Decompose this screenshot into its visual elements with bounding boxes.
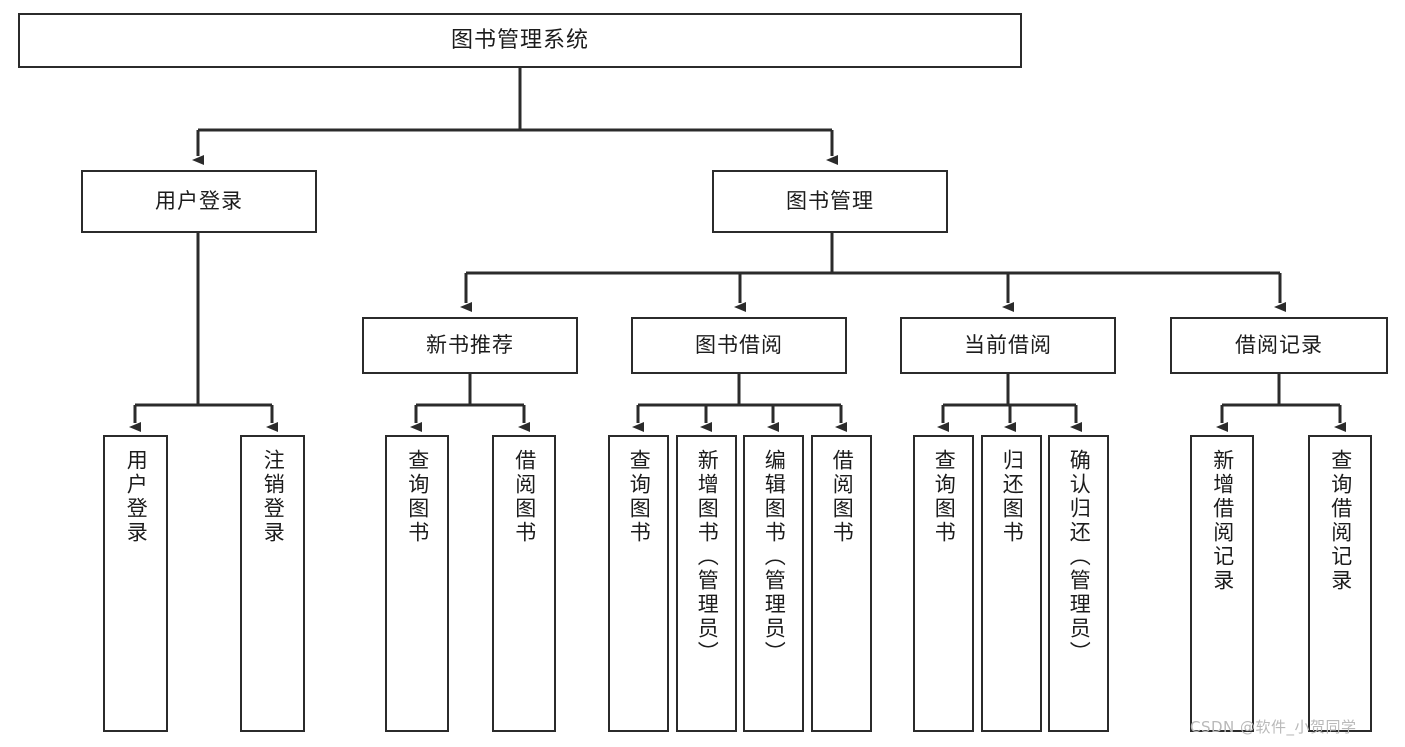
node-new-book-rec[interactable]: 新书推荐	[362, 317, 578, 374]
node-leaf-query-book-1[interactable]: 查询图书	[385, 435, 449, 732]
node-borrow-record-label: 借阅记录	[1235, 333, 1323, 358]
node-leaf-add-record[interactable]: 新增借阅记录	[1190, 435, 1254, 732]
node-leaf-query-book-1-label: 查询图书	[405, 449, 430, 545]
node-leaf-add-record-label: 新增借阅记录	[1210, 449, 1235, 593]
node-leaf-add-book-label: 新增图书（管理员）	[695, 449, 720, 665]
node-leaf-confirm-return[interactable]: 确认归还（管理员）	[1048, 435, 1109, 732]
node-leaf-logout[interactable]: 注销登录	[240, 435, 305, 732]
node-leaf-query-book-3-label: 查询图书	[932, 449, 957, 545]
node-user-login[interactable]: 用户登录	[81, 170, 317, 233]
node-leaf-logout-label: 注销登录	[261, 449, 286, 545]
node-leaf-edit-book[interactable]: 编辑图书（管理员）	[743, 435, 804, 732]
node-leaf-query-record-label: 查询借阅记录	[1328, 449, 1353, 593]
node-book-manage-label: 图书管理	[786, 189, 874, 214]
node-user-login-label: 用户登录	[155, 189, 243, 214]
node-current-borrow[interactable]: 当前借阅	[900, 317, 1116, 374]
node-current-borrow-label: 当前借阅	[964, 333, 1052, 358]
node-leaf-add-book[interactable]: 新增图书（管理员）	[676, 435, 737, 732]
node-leaf-borrow-book-2-label: 借阅图书	[830, 449, 855, 545]
node-leaf-query-book-2-label: 查询图书	[627, 449, 652, 545]
node-leaf-borrow-book-1[interactable]: 借阅图书	[492, 435, 556, 732]
csdn-watermark: CSDN @软件_小贺同学	[1190, 718, 1357, 736]
node-leaf-borrow-book-1-label: 借阅图书	[512, 449, 537, 545]
node-leaf-confirm-return-label: 确认归还（管理员）	[1067, 449, 1092, 665]
node-leaf-query-book-2[interactable]: 查询图书	[608, 435, 669, 732]
node-book-borrow-label: 图书借阅	[695, 333, 783, 358]
node-new-book-rec-label: 新书推荐	[426, 333, 514, 358]
node-leaf-return-book[interactable]: 归还图书	[981, 435, 1042, 732]
node-root-label: 图书管理系统	[450, 27, 589, 53]
node-borrow-record[interactable]: 借阅记录	[1170, 317, 1388, 374]
node-leaf-query-record[interactable]: 查询借阅记录	[1308, 435, 1372, 732]
node-leaf-edit-book-label: 编辑图书（管理员）	[762, 449, 787, 665]
node-leaf-user-login-label: 用户登录	[124, 449, 149, 545]
node-book-borrow[interactable]: 图书借阅	[631, 317, 847, 374]
node-leaf-return-book-label: 归还图书	[1000, 449, 1025, 545]
node-leaf-user-login[interactable]: 用户登录	[103, 435, 168, 732]
node-root[interactable]: 图书管理系统	[18, 13, 1022, 68]
node-book-manage[interactable]: 图书管理	[712, 170, 948, 233]
node-leaf-query-book-3[interactable]: 查询图书	[913, 435, 974, 732]
node-leaf-borrow-book-2[interactable]: 借阅图书	[811, 435, 872, 732]
